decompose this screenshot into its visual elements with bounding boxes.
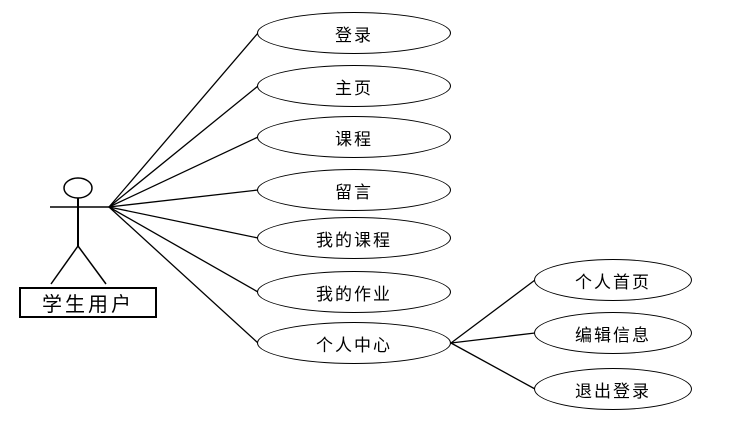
use-case-personal-home-label: 个人首页	[575, 272, 651, 292]
association-line-mycourses	[108, 206, 259, 239]
association-line-myhomework	[108, 206, 259, 293]
use-case-logout-label: 退出登录	[575, 381, 651, 401]
actor-leg-right	[77, 245, 107, 285]
use-case-login-label: 登录	[335, 25, 373, 45]
association-line-login	[108, 32, 259, 208]
use-case-messages: 留言	[257, 169, 451, 211]
association-line-logout	[450, 342, 536, 390]
association-line-edit-info	[450, 332, 536, 344]
use-case-personal-center-label: 个人中心	[316, 335, 392, 355]
association-line-home	[108, 85, 259, 208]
use-case-courses-label: 课程	[335, 129, 373, 149]
association-line-personal	[108, 206, 259, 344]
use-case-login: 登录	[257, 12, 451, 54]
use-case-my-homework-label: 我的作业	[316, 284, 392, 304]
actor-figure	[50, 177, 109, 285]
actor-label: 学生用户	[19, 287, 157, 318]
use-case-home: 主页	[257, 65, 451, 107]
actor-label-text: 学生用户	[42, 294, 134, 316]
use-case-home-label: 主页	[335, 78, 373, 98]
use-case-logout: 退出登录	[534, 368, 692, 410]
use-case-edit-info-label: 编辑信息	[575, 325, 651, 345]
association-line-personal-home	[450, 279, 536, 344]
actor-head	[63, 177, 93, 199]
association-line-messages	[108, 189, 259, 208]
use-case-my-courses: 我的课程	[257, 217, 451, 259]
use-case-edit-info: 编辑信息	[534, 312, 692, 354]
use-case-courses: 课程	[257, 116, 451, 158]
actor-leg-left	[50, 245, 79, 285]
use-case-my-homework: 我的作业	[257, 271, 451, 313]
use-case-personal-center: 个人中心	[257, 322, 451, 364]
use-case-my-courses-label: 我的课程	[316, 230, 392, 250]
use-case-messages-label: 留言	[335, 182, 373, 202]
association-line-courses	[108, 136, 259, 208]
use-case-personal-home: 个人首页	[534, 259, 692, 301]
